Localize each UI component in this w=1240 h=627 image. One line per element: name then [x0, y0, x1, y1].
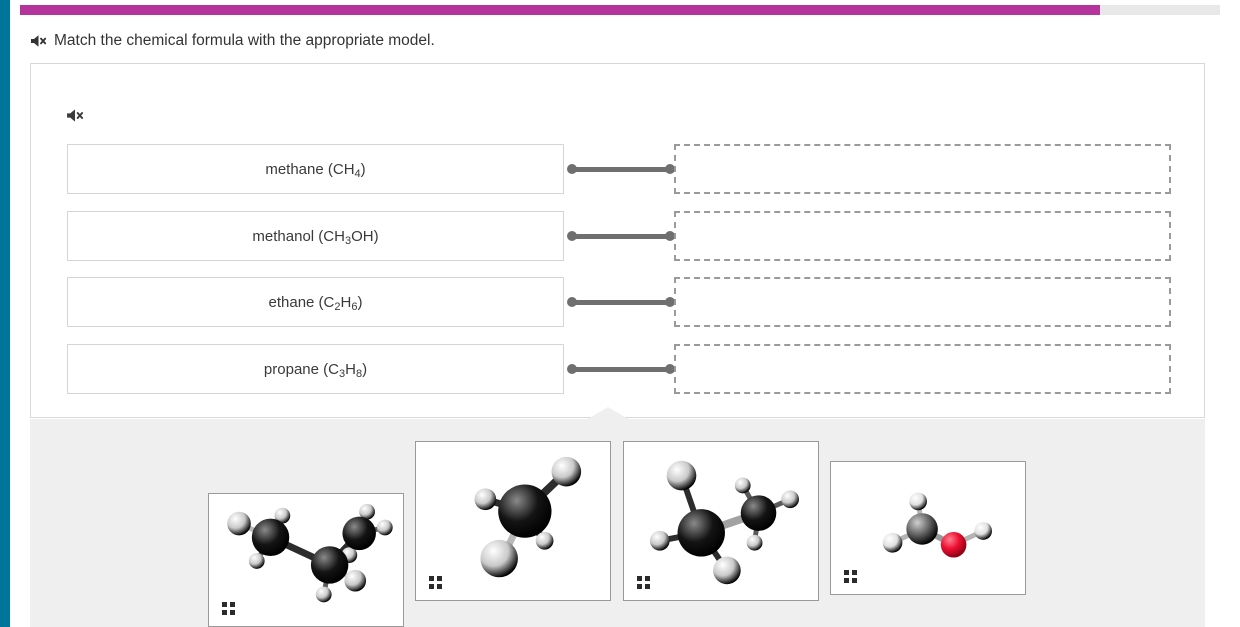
- drag-handle-icon[interactable]: [429, 576, 442, 589]
- connector-bar: [571, 367, 671, 372]
- match-row: methane (CH4): [31, 144, 1204, 194]
- card-methanol[interactable]: [830, 461, 1026, 595]
- connector-dot-right: [665, 364, 675, 374]
- term-label: methane (CH4): [265, 160, 366, 180]
- connector-bar: [571, 167, 671, 172]
- match-row: methanol (CH3OH): [31, 211, 1204, 261]
- card-methane[interactable]: [415, 441, 611, 601]
- drop-zone-propane[interactable]: [674, 344, 1171, 394]
- term-label: propane (C3H8): [263, 360, 368, 380]
- term-box-propane[interactable]: propane (C3H8): [67, 344, 564, 394]
- progress-bar-fill: [20, 5, 1100, 15]
- card-propane[interactable]: [208, 493, 404, 627]
- panel-speaker-muted-icon[interactable]: [66, 107, 84, 124]
- match-row: ethane (C2H6): [31, 277, 1204, 327]
- term-box-ethane[interactable]: ethane (C2H6): [67, 277, 564, 327]
- connector-line: [567, 297, 675, 307]
- connector-bar: [571, 300, 671, 305]
- drag-handle-icon[interactable]: [222, 602, 235, 615]
- connector-dot-right: [665, 164, 675, 174]
- question-prompt: Match the chemical formula with the appr…: [30, 28, 435, 54]
- prompt-text: Match the chemical formula with the appr…: [54, 32, 435, 50]
- drop-zone-methane[interactable]: [674, 144, 1171, 194]
- methane-ball-and-stick-model: [416, 442, 610, 600]
- connector-bar: [571, 234, 671, 239]
- connector-line: [567, 231, 675, 241]
- methanol-ball-and-stick-model: [831, 462, 1025, 594]
- left-accent-rail: [0, 0, 10, 627]
- drop-zone-methanol[interactable]: [674, 211, 1171, 261]
- match-row: propane (C3H8): [31, 344, 1204, 394]
- connector-line: [567, 364, 675, 374]
- term-box-methane[interactable]: methane (CH4): [67, 144, 564, 194]
- matching-panel: methane (CH4) methanol (CH3OH) ethane (C2H…: [30, 63, 1205, 418]
- drop-zone-ethane[interactable]: [674, 277, 1171, 327]
- term-label: ethane (C2H6): [268, 293, 363, 313]
- progress-bar-track: [20, 5, 1220, 15]
- term-label: methanol (CH3OH): [252, 227, 379, 247]
- propane-ball-and-stick-model: [209, 494, 403, 626]
- connector-line: [567, 164, 675, 174]
- term-box-methanol[interactable]: methanol (CH3OH): [67, 211, 564, 261]
- model-tray: [30, 407, 1205, 627]
- ethane-ball-and-stick-model: [624, 442, 818, 600]
- card-ethane[interactable]: [623, 441, 819, 601]
- speaker-muted-icon[interactable]: [30, 33, 47, 49]
- connector-dot-right: [665, 231, 675, 241]
- drag-handle-icon[interactable]: [844, 570, 857, 583]
- tray-notch-arrow: [588, 407, 628, 419]
- connector-dot-right: [665, 297, 675, 307]
- drag-handle-icon[interactable]: [637, 576, 650, 589]
